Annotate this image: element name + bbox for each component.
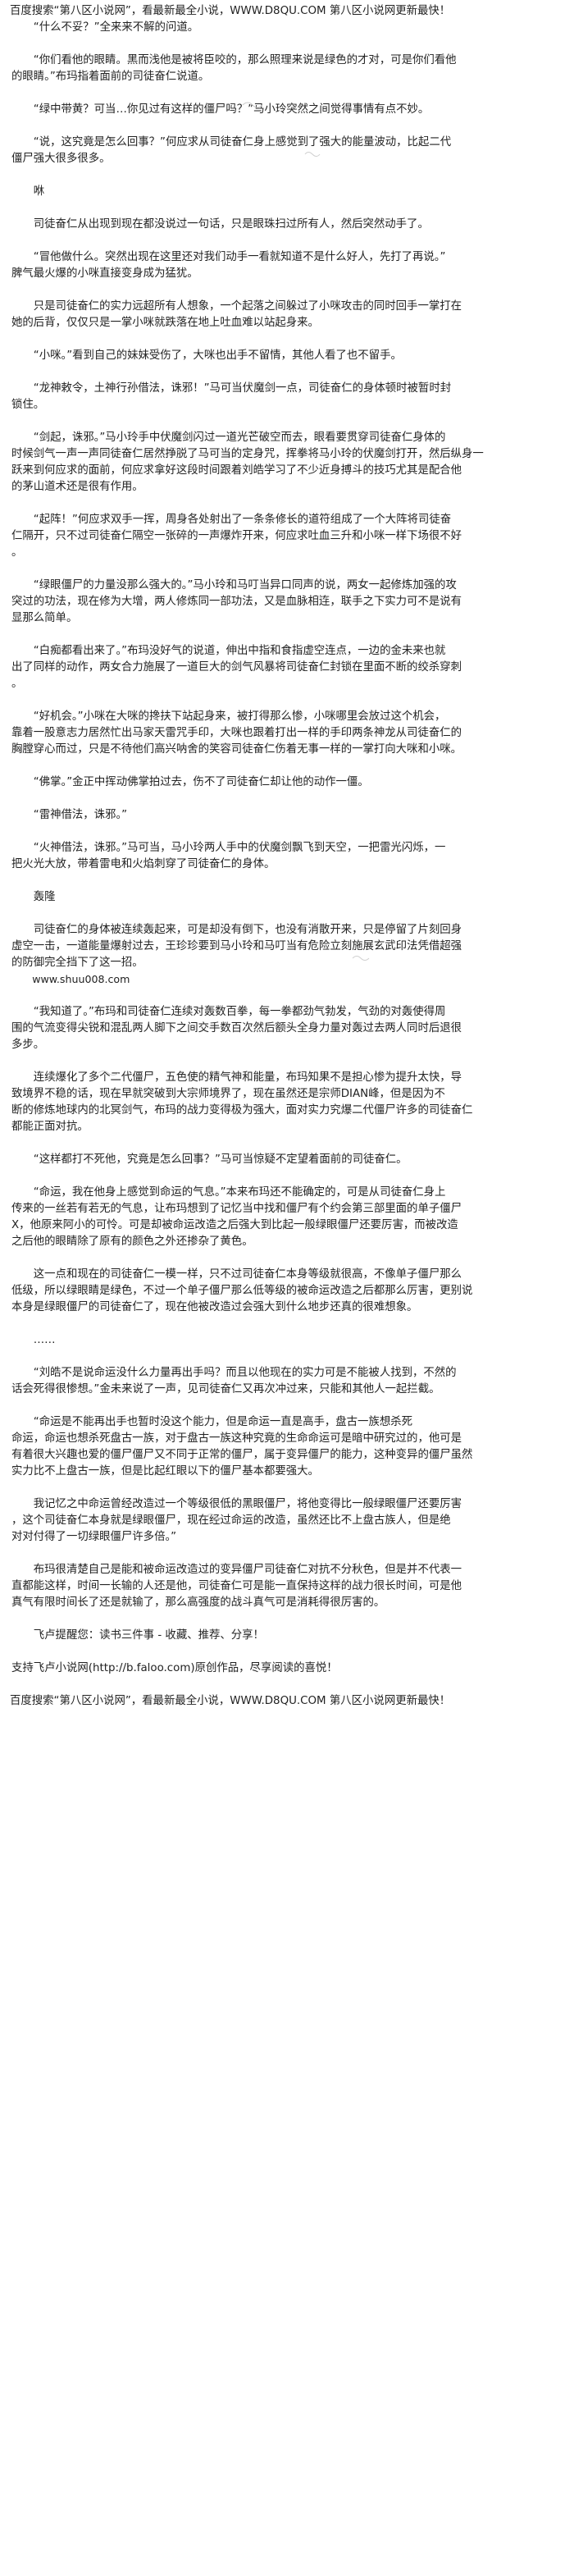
text-line: ，这个司徒奋仁本身就是绿眼僵尸，现在经过命运的改造，虽然还比不上盘古族人，但是绝: [11, 1514, 451, 1527]
watermark-url-line: www.shuu008.com: [11, 973, 130, 985]
text-line: 胸膛穿心而过，只是不待他们高兴呐舍的笑容司徒奋仁伤着无事一样的一掌打向大咪和小咪…: [11, 743, 462, 756]
text-line: 对对付得了一切绿眼僵尸许多倍。”: [11, 1531, 177, 1543]
text-line: 有着很大兴趣也爱的僵尸僵尸又不同于正常的僵尸，属于变异僵尸的能力，这种变异的僵尸…: [11, 1449, 473, 1461]
text-line: 围的气流变得尖锐和混乱两人脚下之间交手数百次然后额头全身力量对轰过去两人同时后退…: [11, 1022, 462, 1035]
text-line: 。: [11, 546, 23, 559]
text-line: 的眼睛。”布玛指着面前的司徒奋仁说道。: [11, 71, 210, 83]
text-line: 她的后背，仅仅只是一掌小咪就跌落在地上吐血难以站起身来。: [11, 317, 319, 329]
text-line: “白痴都看出来了。”布玛没好气的说道，伸出中指和食指虚空连点，一边的金未来也就: [11, 645, 446, 657]
text-line: 突过的功法，现在修为大增，两人修炼同一部功法，又是血脉相连，联手之下实力可不是说…: [11, 596, 462, 608]
text-line: “绿中带黄？可当…你见过有这样的僵尸吗？”马小玲突然之间觉得事情有点不妙。: [11, 103, 430, 116]
text-line: “剑起，诛邪。”马小玲手中伏魔剑闪过一道光芒破空而去，眼看要贯穿司徒奋仁身体的: [11, 432, 446, 444]
text-line: “小咪。”看到自己的妹妹受伤了，大咪也出手不留情，其他人看了也不留手。: [11, 349, 402, 362]
text-line: 跃来到何应求的面前，何应求拿好这段时间跟着刘皓学习了不少近身搏斗的技巧尤其是配合…: [11, 464, 462, 477]
text-line: “命运是不能再出手也暂时没这个能力，但是命运一直是高手，盘古一族想杀死: [11, 1416, 412, 1428]
text-line: 多步。: [11, 1039, 45, 1051]
support-line: 支持飞卢小说网(http://b.faloo.com)原创作品，尽享阅读的喜悦！: [11, 1662, 338, 1674]
header-ad-line: 百度搜索“第八区小说网”，看最新最全小说，WWW.D8QU.COM 第八区小说网…: [10, 5, 451, 17]
text-line: “龙神敕令，土神行孙借法，诛邪！”马可当伏魔剑一点，司徒奋仁的身体顿时被暂时封: [11, 382, 452, 395]
text-line: 的防御完全挡下了这一招。: [11, 957, 144, 969]
text-line: 我记忆之中命运曾经改造过一个等级很低的黑眼僵尸，将他变得比一般绿眼僵尸还要厉害: [11, 1498, 462, 1510]
text-line: 都能正面对抗。: [11, 1121, 89, 1133]
text-line: X，他原来阿小的可怜。可是却被命运改造之后强大到比起一般绿眼僵尸还要厉害，而被改…: [11, 1219, 458, 1231]
text-line: 连续爆化了多个二代僵尸，五色使的精气神和能量，布玛知果不是担心惨为提升太快，导: [11, 1071, 462, 1084]
text-line: 真气有限时间长了还是就输了，那么高强度的战斗真气可是消耗得很厉害的。: [11, 1596, 385, 1609]
text-line: 锁住。: [11, 399, 45, 411]
text-line: “这样都打不死他，究竟是怎么回事？”马可当惊疑不定望着面前的司徒奋仁。: [11, 1153, 408, 1166]
text-line: 显那么简单。: [11, 612, 78, 624]
text-line: 咻: [11, 185, 45, 198]
text-line: 传来的一丝若有若无的气息，让布玛想到了记忆当中找和僵尸有个约会第三部里面的单子僵…: [11, 1203, 462, 1215]
text-line: “好机会。”小咪在大咪的搀扶下站起身来，被打得那么惨，小咪哪里会放过这个机会，: [11, 710, 446, 723]
text-line: 话会死得很惨想。”金未来说了一声，见司徒奋仁又再次冲过来，只能和其他人一起拦截。: [11, 1383, 440, 1395]
text-line: 这一点和现在的司徒奋仁一模一样，只不过司徒奋仁本身等级就很高，不像单子僵尸那么: [11, 1268, 462, 1281]
text-line: 致境界不稳的话，现在早就突破到大宗师境界了，现在虽然还是宗师DIAN峰，但是因为…: [11, 1088, 445, 1100]
footer-ad-line: 百度搜索“第八区小说网”，看最新最全小说，WWW.D8QU.COM 第八区小说网…: [10, 1695, 451, 1707]
text-line: 的茅山道术还是很有作用。: [11, 481, 144, 493]
reminder-line: 飞卢提醒您：读书三件事 - 收藏、推荐、分享！: [11, 1629, 264, 1642]
text-line: “火神借法，诛邪。”马可当，马小玲两人手中的伏魔剑飘飞到天空，一把雷光闪烁，一: [11, 842, 446, 854]
text-line: “冒他做什么。突然出现在这里还对我们动手一看就知道不是什么好人，先打了再说。”: [11, 251, 446, 263]
text-line: 时候剑气一声一声同徒奋仁居然挣脱了马可当的定身咒，挥拳将马小玲的伏魔剑打开，然后…: [11, 448, 484, 460]
text-line: “命运，我在他身上感觉到命运的气息。”本来布玛还不能确定的，可是从司徒奋仁身上: [11, 1186, 446, 1199]
text-line: “起阵！”何应求双手一挥，周身各处射出了一条条修长的道符组成了一个大阵将司徒奋: [11, 514, 452, 526]
text-line: “雷神借法，诛邪。”: [11, 809, 128, 821]
text-line: 虚空一击，一道能量爆射过去，王珍珍要到马小玲和马叮当有危险立刻施展玄武印法凭借超…: [11, 940, 462, 952]
text-line: 把火光大放，带着雷电和火焰刺穿了司徒奋仁的身体。: [11, 858, 276, 870]
text-line: 布玛很清楚自己是能和被命运改造过的变异僵尸司徒奋仁对抗不分秋色，但是并不代表一: [11, 1564, 462, 1576]
text-line: 直都能这样，时间一长输的人还是他，司徒奋仁可是能一直保持这样的战力很长时间，可是…: [11, 1580, 462, 1592]
text-line: “佛掌。”金正中挥动佛掌拍过去，伤不了司徒奋仁却让他的动作一僵。: [11, 776, 369, 788]
text-line: “什么不妥？”全来来不解的问道。: [11, 21, 199, 34]
text-line: 命运，命运也想杀死盘古一族，对于盘古一族这种究竟的生命命运可是暗中研究过的，他可…: [11, 1432, 462, 1445]
text-line: “说，这究竟是怎么回事？”何应求从司徒奋仁身上感觉到了强大的能量波动，比起二代: [11, 136, 452, 148]
text-line: “你们看他的眼睛。黑而浅他是被将臣咬的，那么照理来说是绿色的才对，可是你们看他: [11, 54, 457, 66]
text-line: 低级，所以绿眼睛是绿色，不过一个单子僵尸那么低等级的被命运改造之后都那么厉害，更…: [11, 1285, 473, 1297]
text-line: 断的修炼地球内的北冥剑气，布玛的战力变得极为强大，面对实力究爆二代僵尸许多的司徒…: [11, 1104, 473, 1117]
text-line: “刘皓不是说命运没什么力量再出手吗？而且以他现在的实力可是不能被人找到，不然的: [11, 1367, 457, 1379]
text-line: 靠着一股意志力居然忙出马家天雷咒手印，大咪也跟着打出一样的手印两条神龙从司徒奋仁…: [11, 727, 462, 739]
text-line: 实力比不上盘古一族，但是比起红眼以下的僵尸基本都要强大。: [11, 1465, 319, 1478]
text-line: 之后他的眼睛除了原有的颜色之外还掺杂了黄色。: [11, 1235, 253, 1248]
text-line: 出了同样的动作，两女合力施展了一道巨大的剑气风暴将司徒奋仁封锁在里面不断的绞杀穿…: [11, 661, 462, 674]
text-line: “绿眼僵尸的力量没那么强大的。”马小玲和马叮当异口同声的说，两女一起修炼加强的攻: [11, 579, 457, 591]
text-line: 脾气最火爆的小咪直接变身成为猛犹。: [11, 267, 198, 280]
section-ellipsis: ……: [11, 1334, 56, 1346]
text-line: 。: [11, 678, 23, 690]
text-line: 仁隔开，只不过司徒奋仁隔空一张碎的一声爆炸开来，何应求吐血三升和小咪一样下场很不…: [11, 530, 462, 542]
text-line: 本身是绿眼僵尸的司徒奋仁了，现在他被改造过会强大到什么地步还真的很难想象。: [11, 1301, 418, 1313]
text-line: 只是司徒奋仁的实力远超所有人想象，一个起落之间躲过了小咪攻击的同时回手一掌打在: [11, 300, 462, 313]
text-line: 轰隆: [11, 891, 56, 903]
text-line: 僵尸强大很多很多。: [11, 153, 111, 165]
text-line: 司徒奋仁从出现到现在都没说过一句话，只是眼珠扫过所有人，然后突然动手了。: [11, 218, 429, 231]
text-line: “我知道了。”布玛和司徒奋仁连续对轰数百拳，每一拳都劲气勃发，气劲的对轰使得周: [11, 1006, 446, 1018]
text-line: 司徒奋仁的身体被连续轰起来，可是却没有倒下，也没有消散开来，只是停留了片刻回身: [11, 924, 462, 936]
